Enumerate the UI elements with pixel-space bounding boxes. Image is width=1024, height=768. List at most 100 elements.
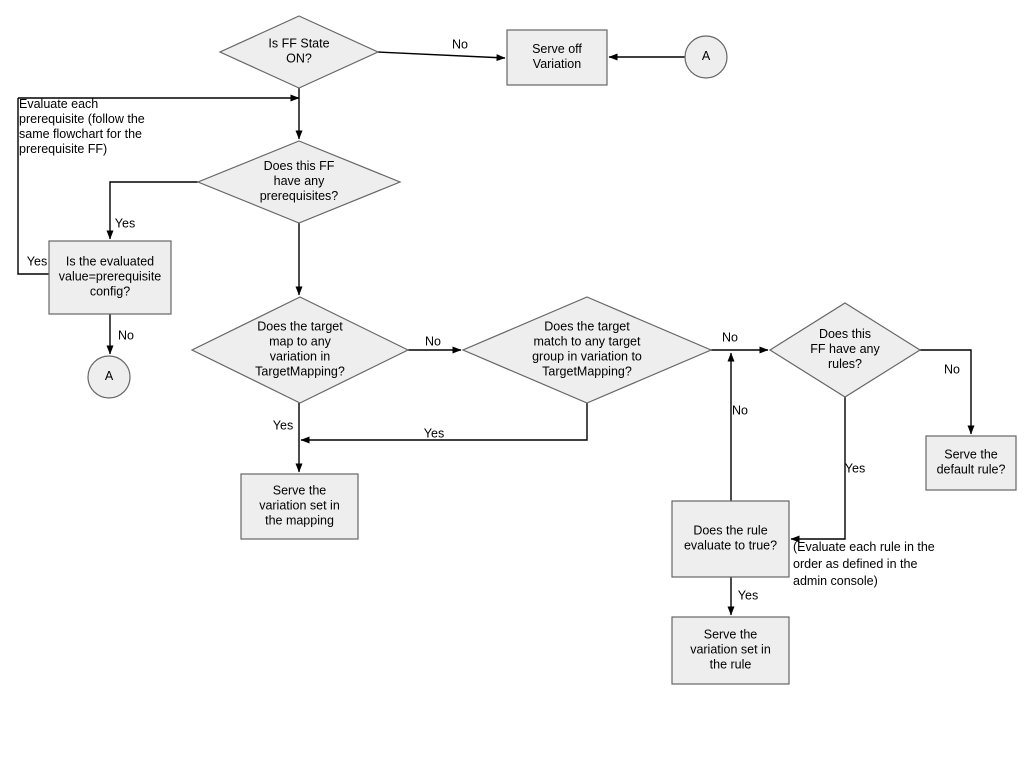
- node-label-line: A: [702, 49, 711, 63]
- node-label-line: TargetMapping?: [542, 365, 632, 379]
- edge-label: Yes: [738, 588, 758, 602]
- annotation-line: same flowchart for the: [19, 127, 142, 141]
- edge-label: No: [944, 362, 960, 376]
- node-label-line: Serve off: [532, 42, 582, 56]
- rect-shape: [48, 240, 172, 315]
- target-match-yes-to-serve-mapping: [300, 403, 588, 444]
- edge-label: Yes: [845, 461, 865, 475]
- diamond-shape: [196, 140, 402, 224]
- node-label-line: evaluate to true?: [684, 539, 777, 553]
- node-label-line: the mapping: [265, 514, 334, 528]
- diamond-shape: [218, 15, 380, 89]
- rect-shape: [671, 500, 790, 578]
- node-label-line: Serve the: [944, 448, 998, 462]
- edge-label: Yes: [27, 254, 47, 268]
- annotation-line: order as defined in the: [793, 557, 917, 571]
- node-label-line: have any: [274, 174, 325, 188]
- node-label-line: Does the rule: [693, 524, 767, 538]
- node-label-line: Serve the: [273, 484, 327, 498]
- diamond-shape: [190, 296, 410, 404]
- annotation-line: prerequisite (follow the: [19, 112, 145, 126]
- has-rules-no-to-serve-default: [920, 349, 975, 435]
- node-label: A: [105, 369, 114, 383]
- edge-label: No: [732, 403, 748, 417]
- node-label-line: A: [105, 369, 114, 383]
- node-label-line: variation set in: [690, 643, 771, 657]
- node-label-line: rules?: [828, 357, 862, 371]
- node-label-line: group in variation to: [532, 350, 642, 364]
- rect-shape: [671, 616, 790, 685]
- node-label-line: value=prerequisite: [59, 270, 162, 284]
- diamond-shape: [461, 296, 713, 404]
- node-label-line: Does the target: [544, 320, 630, 334]
- node-label-line: match to any target: [533, 335, 641, 349]
- node-label-line: variation set in: [259, 499, 340, 513]
- node-label-line: TargetMapping?: [255, 365, 345, 379]
- node-label-line: prerequisites?: [260, 189, 339, 203]
- circle-shape: [87, 355, 131, 399]
- node-label-line: Variation: [533, 57, 581, 71]
- node-label-line: Does the target: [257, 320, 343, 334]
- edge-label: Yes: [424, 426, 444, 440]
- ff-state-to-serve-off: [377, 51, 506, 62]
- node-label-line: FF have any: [810, 342, 880, 356]
- annotation-line: admin console): [793, 574, 878, 588]
- annotation-line: Evaluate each: [19, 97, 98, 111]
- annotation-rule-order: (Evaluate each rule in the order as defin…: [793, 540, 935, 588]
- node-connector-a-bottom[interactable]: A: [87, 355, 131, 399]
- node-label-line: Serve the: [704, 628, 758, 642]
- prerequisites-yes-to-eval: [106, 181, 198, 240]
- rect-shape: [925, 435, 1017, 491]
- node-label-line: map to any: [269, 335, 332, 349]
- annotation-line: (Evaluate each rule in the: [793, 540, 935, 554]
- node-label-line: variation in: [270, 350, 330, 364]
- node-label-line: Is the evaluated: [66, 255, 154, 269]
- edge-label: No: [425, 334, 441, 348]
- eval-yes-to-annotation: [17, 98, 49, 275]
- edge-label: No: [452, 37, 468, 51]
- edge-label: No: [118, 328, 134, 342]
- annotation-line: prerequisite FF): [19, 142, 107, 156]
- edges-layer: [17, 51, 975, 616]
- circle-shape: [684, 35, 728, 79]
- node-connector-a-top[interactable]: A: [684, 35, 728, 79]
- rect-shape: [240, 473, 359, 540]
- node-label-line: the rule: [710, 658, 752, 672]
- edge-label: Yes: [273, 418, 293, 432]
- edge-label: No: [722, 330, 738, 344]
- node-label: A: [702, 49, 711, 63]
- rect-shape: [506, 29, 608, 86]
- node-label-line: Does this: [819, 327, 871, 341]
- node-label-line: ON?: [286, 52, 312, 66]
- node-label-line: Is FF State: [268, 37, 329, 51]
- has-rules-yes-to-annotation: [790, 397, 846, 543]
- node-label-line: default rule?: [937, 463, 1006, 477]
- edge-label: Yes: [115, 216, 135, 230]
